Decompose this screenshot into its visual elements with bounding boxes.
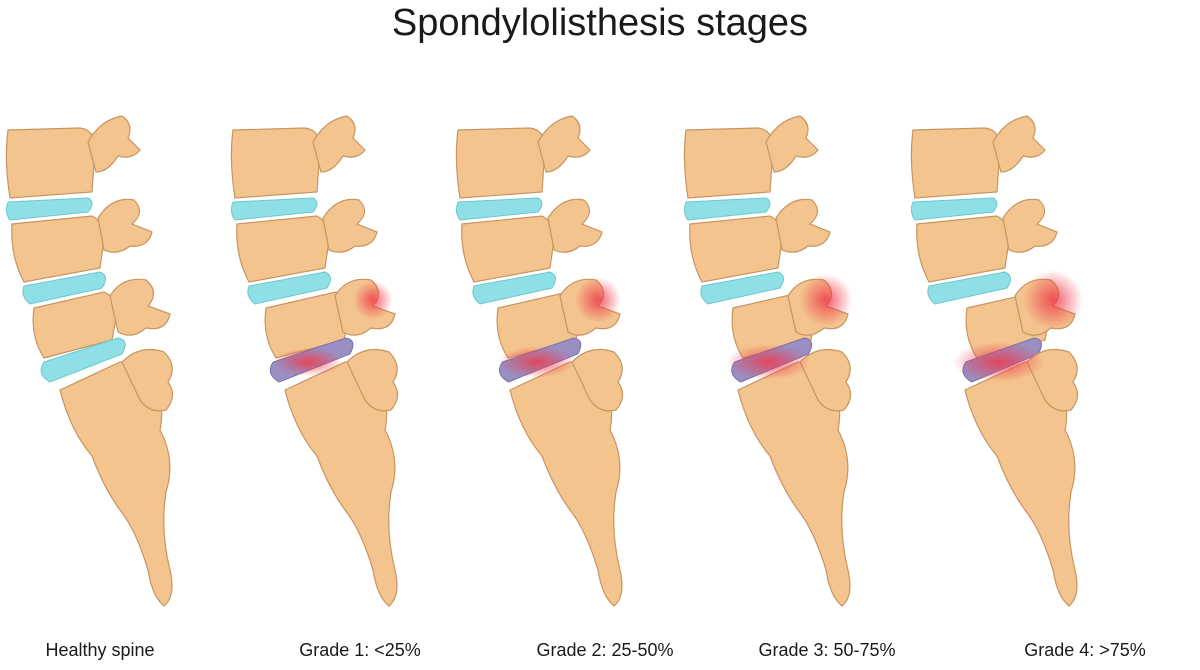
intervertebral-disc [910,197,998,221]
stage-label: Grade 3: 50-75% [758,640,896,660]
vertebra-process [109,278,171,336]
lumbar-disc [40,337,126,383]
vertebra-process [312,115,366,173]
vertebra-body [236,215,330,283]
spine-illustration [683,115,853,607]
vertebra-body [455,127,546,199]
inflammation-glow [575,277,621,323]
vertebra-process [765,115,819,173]
vertebra-body [689,215,783,283]
vertebra-body [230,127,321,199]
spine-stage-4 [905,100,1145,620]
vertebra-body [910,127,1001,199]
intervertebral-disc [700,271,784,305]
intervertebral-disc [927,271,1011,305]
vertebra-process [992,115,1046,173]
inflammation-glow [953,342,1045,382]
vertebra-process [87,115,141,173]
spine-illustration [455,115,624,607]
sacral-facet [346,349,399,412]
vertebra-body [916,215,1010,283]
vertebra-body [461,215,555,283]
inflammation-glow [726,344,811,380]
vertebra-process [537,115,591,173]
vertebra-body [5,127,96,199]
sacral-facet [121,349,174,412]
vertebra-process [775,198,831,253]
spine-stage-3 [678,100,918,620]
vertebra-process [547,198,603,253]
vertebra-process [97,198,153,253]
spine-illustration [230,115,399,607]
diagram-title: Spondylolisthesis stages [391,2,809,44]
intervertebral-disc [247,271,331,305]
vertebra-process [322,198,378,253]
intervertebral-disc [472,271,556,305]
spine-illustration [5,115,174,607]
vertebra-process [1002,198,1058,253]
vertebra-body [683,127,774,199]
vertebra-body [11,215,105,283]
sacral-facet [571,349,624,412]
intervertebral-disc [455,197,543,221]
inflammation-glow [353,280,393,320]
stage-label: Grade 2: 25-50% [536,640,674,660]
spine-stage-1 [225,100,465,620]
intervertebral-disc [22,271,106,305]
inflammation-glow [274,348,343,376]
inflammation-glow [1023,270,1083,330]
intervertebral-disc [230,197,318,221]
intervertebral-disc [5,197,93,221]
spine-stage-0 [0,100,240,620]
inflammation-glow [499,346,575,378]
inflammation-glow [799,273,853,327]
spine-stage-2 [450,100,690,620]
sacral-facet [799,349,852,412]
stage-label: Grade 1: <25% [299,640,421,660]
stage-label: Healthy spine [45,640,155,660]
intervertebral-disc [683,197,771,221]
spine-illustration [910,115,1083,607]
vertebra-body [32,291,117,359]
stage-label: Grade 4: >75% [1024,640,1146,660]
